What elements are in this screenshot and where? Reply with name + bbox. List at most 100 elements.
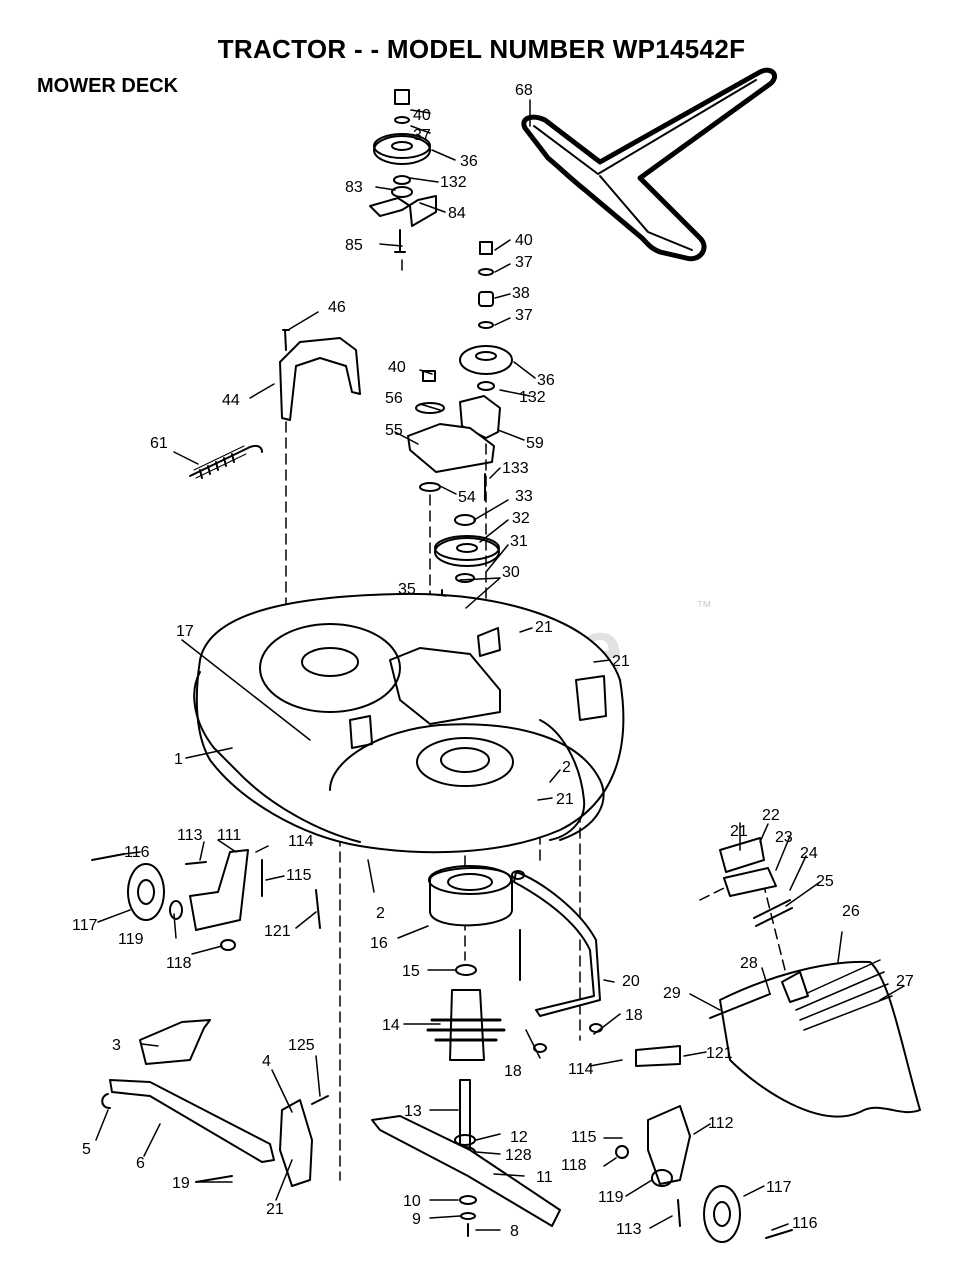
callout-6[interactable]: 6 bbox=[136, 1155, 145, 1172]
callout-84[interactable]: 84 bbox=[448, 205, 466, 222]
callout-14[interactable]: 14 bbox=[382, 1017, 400, 1034]
discharge-chute bbox=[709, 837, 921, 1118]
callout-55[interactable]: 55 bbox=[385, 422, 403, 439]
callout-128[interactable]: 128 bbox=[505, 1147, 532, 1164]
callout-119-right[interactable]: 119 bbox=[598, 1189, 624, 1206]
callout-40-left[interactable]: 40 bbox=[388, 359, 406, 376]
callout-4[interactable]: 4 bbox=[262, 1053, 271, 1070]
callout-121-left[interactable]: 121 bbox=[264, 923, 291, 940]
spindle-housing bbox=[426, 865, 513, 1158]
callout-21-a[interactable]: 21 bbox=[535, 619, 553, 636]
callout-24[interactable]: 24 bbox=[800, 845, 818, 862]
callout-54[interactable]: 54 bbox=[458, 489, 476, 506]
tension-spring bbox=[189, 444, 263, 479]
leader-lines bbox=[95, 99, 905, 1231]
callout-38[interactable]: 38 bbox=[512, 285, 530, 302]
callout-117-right[interactable]: 117 bbox=[766, 1179, 792, 1196]
deck-lift-arm bbox=[511, 870, 603, 1053]
callout-12[interactable]: 12 bbox=[510, 1129, 528, 1146]
callout-132-top[interactable]: 132 bbox=[440, 174, 467, 191]
callout-59[interactable]: 59 bbox=[526, 435, 544, 452]
callout-133[interactable]: 133 bbox=[502, 460, 529, 477]
callout-31[interactable]: 31 bbox=[510, 533, 528, 550]
callout-13[interactable]: 13 bbox=[404, 1103, 422, 1120]
callout-18-left[interactable]: 18 bbox=[504, 1063, 522, 1080]
callout-5[interactable]: 5 bbox=[82, 1141, 91, 1158]
callout-28[interactable]: 28 bbox=[740, 955, 758, 972]
mower-blade bbox=[371, 1115, 561, 1237]
callout-10[interactable]: 10 bbox=[403, 1193, 421, 1210]
callout-113-left[interactable]: 113 bbox=[177, 827, 203, 844]
callout-25[interactable]: 25 bbox=[816, 873, 834, 890]
callout-112[interactable]: 112 bbox=[708, 1115, 734, 1132]
right-wheel-bracket bbox=[615, 1045, 793, 1243]
callout-125[interactable]: 125 bbox=[288, 1037, 315, 1054]
callout-17[interactable]: 17 bbox=[176, 623, 194, 640]
callout-115-left[interactable]: 115 bbox=[286, 867, 312, 884]
callout-21-b[interactable]: 21 bbox=[612, 653, 630, 670]
callout-40-top[interactable]: 40 bbox=[413, 107, 431, 124]
callout-15[interactable]: 15 bbox=[402, 963, 420, 980]
callout-36-top[interactable]: 36 bbox=[460, 153, 478, 170]
callout-83[interactable]: 83 bbox=[345, 179, 363, 196]
callout-40-mid[interactable]: 40 bbox=[515, 232, 533, 249]
callout-33[interactable]: 33 bbox=[515, 488, 533, 505]
mower-deck bbox=[193, 592, 625, 854]
page-title: TRACTOR - - MODEL NUMBER WP14542F bbox=[217, 34, 746, 64]
left-wheel-bracket bbox=[91, 849, 321, 951]
callout-22[interactable]: 22 bbox=[762, 807, 780, 824]
callout-16[interactable]: 16 bbox=[370, 935, 388, 952]
callout-44[interactable]: 44 bbox=[222, 392, 240, 409]
callout-121-right[interactable]: 121 bbox=[706, 1045, 733, 1062]
callout-29[interactable]: 29 bbox=[663, 985, 681, 1002]
callout-119-left[interactable]: 119 bbox=[118, 931, 144, 948]
callout-36-low[interactable]: 36 bbox=[537, 372, 555, 389]
callout-114-right[interactable]: 114 bbox=[568, 1061, 594, 1078]
callout-85[interactable]: 85 bbox=[345, 237, 363, 254]
callout-116-left[interactable]: 116 bbox=[124, 844, 150, 861]
callout-21-e[interactable]: 21 bbox=[730, 823, 748, 840]
drive-belt bbox=[521, 67, 777, 262]
callout-19[interactable]: 19 bbox=[172, 1175, 190, 1192]
callout-113-right[interactable]: 113 bbox=[616, 1221, 642, 1238]
callout-1[interactable]: 1 bbox=[174, 751, 183, 768]
callout-18-right[interactable]: 18 bbox=[625, 1007, 643, 1024]
callout-111[interactable]: 111 bbox=[217, 827, 241, 844]
callout-37-mid[interactable]: 37 bbox=[515, 254, 533, 271]
callout-118-right[interactable]: 118 bbox=[561, 1157, 587, 1174]
callout-11[interactable]: 11 bbox=[536, 1169, 553, 1186]
callout-68[interactable]: 68 bbox=[515, 82, 533, 99]
callout-116-right[interactable]: 116 bbox=[792, 1215, 818, 1232]
callout-30[interactable]: 30 bbox=[502, 564, 520, 581]
callout-20[interactable]: 20 bbox=[622, 973, 640, 990]
callout-61[interactable]: 61 bbox=[150, 435, 168, 452]
callout-32[interactable]: 32 bbox=[512, 510, 530, 527]
callout-2-lower[interactable]: 2 bbox=[376, 905, 385, 922]
callout-114-left[interactable]: 114 bbox=[288, 833, 314, 850]
callout-2-upper[interactable]: 2 bbox=[562, 759, 571, 776]
section-title: MOWER DECK bbox=[37, 75, 179, 97]
callout-3[interactable]: 3 bbox=[112, 1037, 121, 1054]
callout-27[interactable]: 27 bbox=[896, 973, 914, 990]
callout-118-left[interactable]: 118 bbox=[166, 955, 192, 972]
belt-guard bbox=[279, 329, 361, 421]
trademark-symbol: ™ bbox=[696, 599, 712, 616]
front-hanger-bracket bbox=[101, 1019, 329, 1187]
callout-35[interactable]: 35 bbox=[398, 581, 416, 598]
upper-idler-assembly bbox=[369, 89, 437, 253]
callout-8[interactable]: 8 bbox=[510, 1223, 519, 1240]
callout-23[interactable]: 23 bbox=[775, 829, 793, 846]
callout-37-low[interactable]: 37 bbox=[515, 307, 533, 324]
callout-117-left[interactable]: 117 bbox=[72, 917, 98, 934]
callout-56[interactable]: 56 bbox=[385, 390, 403, 407]
callout-132-low[interactable]: 132 bbox=[519, 389, 546, 406]
callout-21-d[interactable]: 21 bbox=[266, 1201, 284, 1218]
callout-37-top[interactable]: 37 bbox=[413, 127, 431, 144]
callout-115-right[interactable]: 115 bbox=[571, 1129, 597, 1146]
callout-21-c[interactable]: 21 bbox=[556, 791, 574, 808]
callout-26[interactable]: 26 bbox=[842, 903, 860, 920]
idler-arm bbox=[407, 370, 495, 501]
callout-46[interactable]: 46 bbox=[328, 299, 346, 316]
callout-9[interactable]: 9 bbox=[412, 1211, 421, 1228]
